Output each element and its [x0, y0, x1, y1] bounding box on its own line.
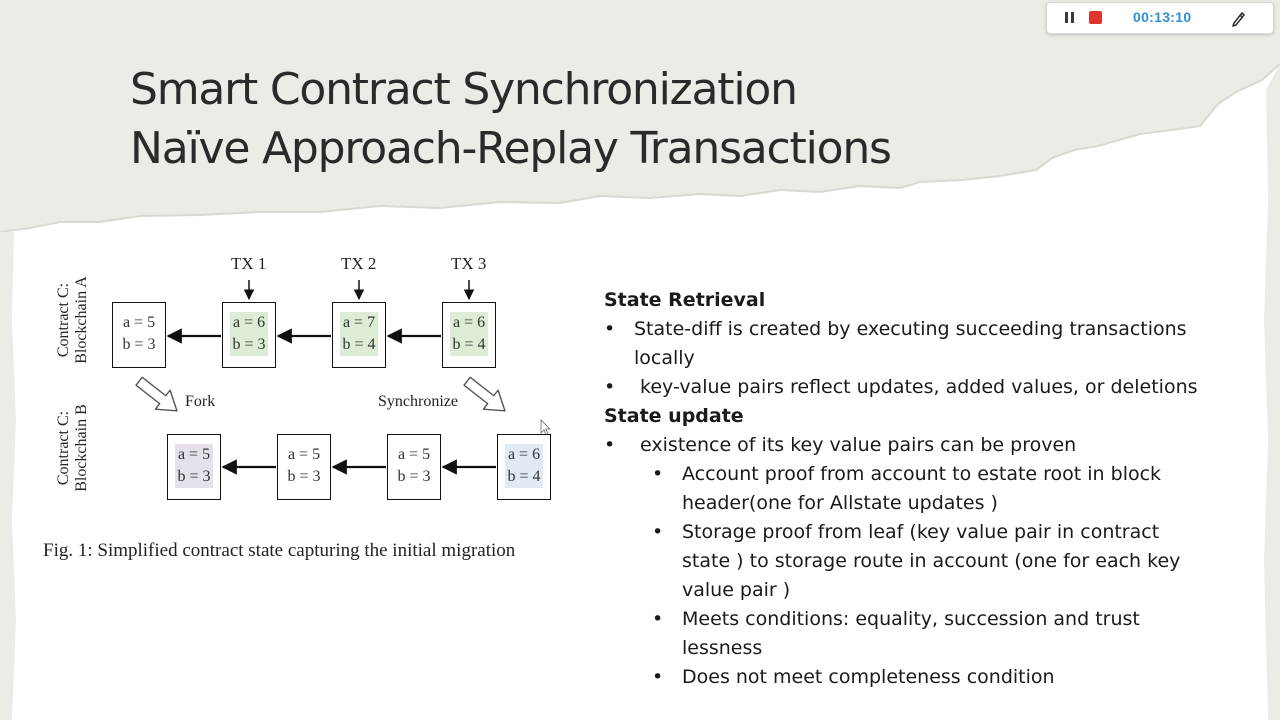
row-b-label: Contract C: Blockchain B — [55, 398, 91, 498]
mouse-cursor-icon — [540, 419, 551, 436]
state-values-highlight: a = 6 b = 4 — [450, 312, 488, 356]
state-a: a = 6 — [232, 314, 266, 331]
tx1-label: TX 1 — [231, 254, 267, 273]
fork-arrow — [135, 376, 178, 412]
bullet-item: • State-diff is created by executing suc… — [604, 315, 1204, 373]
state-values-highlight: a = 7 b = 4 — [340, 312, 378, 356]
state-retrieval-heading: State Retrieval — [604, 289, 766, 311]
bullet-text: existence of its key value pairs can be … — [634, 434, 1077, 456]
screen-recorder-toolbar: 00:13:10 — [1046, 2, 1274, 34]
slide-title-line-1: Smart Contract Synchronization — [130, 64, 798, 115]
state-values: a = 5 b = 3 — [120, 312, 158, 356]
bullet-item: • key-value pairs reflect updates, added… — [604, 373, 1204, 402]
figure-arrows — [135, 280, 551, 475]
state-a: a = 5 — [122, 314, 156, 331]
bullet-icon: • — [652, 521, 664, 543]
state-b: b = 3 — [232, 336, 266, 353]
bullet-text: Meets conditions: equality, succession a… — [682, 608, 1140, 659]
bullet-icon: • — [604, 434, 616, 456]
row-b-state-1: a = 5 b = 3 — [277, 434, 331, 500]
bullet-text: Account proof from account to estate roo… — [682, 463, 1162, 514]
tx3-label: TX 3 — [451, 254, 487, 273]
bullet-icon: • — [652, 666, 664, 688]
bullet-text: key-value pairs reflect updates, added v… — [634, 376, 1198, 398]
pause-icon[interactable] — [1063, 11, 1077, 25]
state-b: b = 3 — [287, 468, 321, 485]
sub-bullet-item: • Account proof from account to estate r… — [604, 460, 1204, 518]
row-b-label-line-2: Blockchain B — [73, 404, 90, 492]
synchronize-label: Synchronize — [378, 393, 458, 410]
state-a: a = 5 — [397, 446, 431, 463]
slide-body: State Retrieval • State-diff is created … — [604, 286, 1204, 692]
state-values-highlight: a = 6 b = 4 — [505, 444, 543, 488]
state-a: a = 6 — [507, 446, 541, 463]
bullet-icon: • — [652, 463, 664, 485]
row-a-label-line-2: Blockchain A — [73, 276, 90, 364]
state-a: a = 5 — [287, 446, 321, 463]
synchronize-arrow — [463, 376, 506, 412]
state-a: a = 6 — [452, 314, 486, 331]
bullet-text: Storage proof from leaf (key value pair … — [682, 521, 1181, 601]
row-a-state-1: a = 6 b = 3 — [222, 302, 276, 368]
pen-icon[interactable] — [1229, 9, 1249, 27]
row-a-state-2: a = 7 b = 4 — [332, 302, 386, 368]
bullet-item: • existence of its key value pairs can b… — [604, 431, 1204, 460]
state-b: b = 4 — [507, 468, 541, 485]
row-a-state-0: a = 5 b = 3 — [112, 302, 166, 368]
tx2-label: TX 2 — [341, 254, 377, 273]
state-update-heading: State update — [604, 405, 744, 427]
figure-caption: Fig. 1: Simplified contract state captur… — [43, 540, 516, 561]
bullet-icon: • — [604, 318, 616, 340]
state-a: a = 7 — [342, 314, 376, 331]
sync-figure: Contract C: Blockchain A Contract C: Blo… — [40, 250, 570, 570]
stop-icon[interactable] — [1089, 11, 1102, 24]
row-b-state-0: a = 5 b = 3 — [167, 434, 221, 500]
bullet-text: State-diff is created by executing succe… — [634, 318, 1187, 369]
row-a-label-line-1: Contract C: — [55, 282, 72, 358]
recording-timer: 00:13:10 — [1133, 9, 1192, 25]
bullet-icon: • — [652, 608, 664, 630]
left-side-band — [0, 232, 16, 720]
fork-label: Fork — [185, 393, 216, 410]
row-a-label: Contract C: Blockchain A — [55, 270, 91, 370]
state-b: b = 3 — [122, 336, 156, 353]
state-a: a = 5 — [177, 446, 211, 463]
bullet-icon: • — [604, 376, 616, 398]
right-side-band — [1264, 64, 1280, 720]
state-values-highlight: a = 6 b = 3 — [230, 312, 268, 356]
state-b: b = 4 — [452, 336, 486, 353]
torn-edge-shadow — [0, 63, 1280, 233]
row-a-state-3: a = 6 b = 4 — [442, 302, 496, 368]
state-b: b = 3 — [397, 468, 431, 485]
row-b-label-line-1: Contract C: — [55, 410, 72, 486]
state-b: b = 4 — [342, 336, 376, 353]
state-b: b = 3 — [177, 468, 211, 485]
slide-title-line-2: Naïve Approach-Replay Transactions — [130, 123, 892, 174]
sub-bullet-item: • Does not meet completeness condition — [604, 663, 1204, 692]
sub-bullet-item: • Storage proof from leaf (key value pai… — [604, 518, 1204, 605]
state-values-highlight: a = 5 b = 3 — [175, 444, 213, 488]
state-values: a = 5 b = 3 — [395, 444, 433, 488]
row-b-state-3: a = 6 b = 4 — [497, 434, 551, 500]
row-b-state-2: a = 5 b = 3 — [387, 434, 441, 500]
torn-paper-band — [0, 0, 1280, 232]
sub-bullet-item: • Meets conditions: equality, succession… — [604, 605, 1204, 663]
bullet-text: Does not meet completeness condition — [682, 666, 1055, 688]
state-values: a = 5 b = 3 — [285, 444, 323, 488]
